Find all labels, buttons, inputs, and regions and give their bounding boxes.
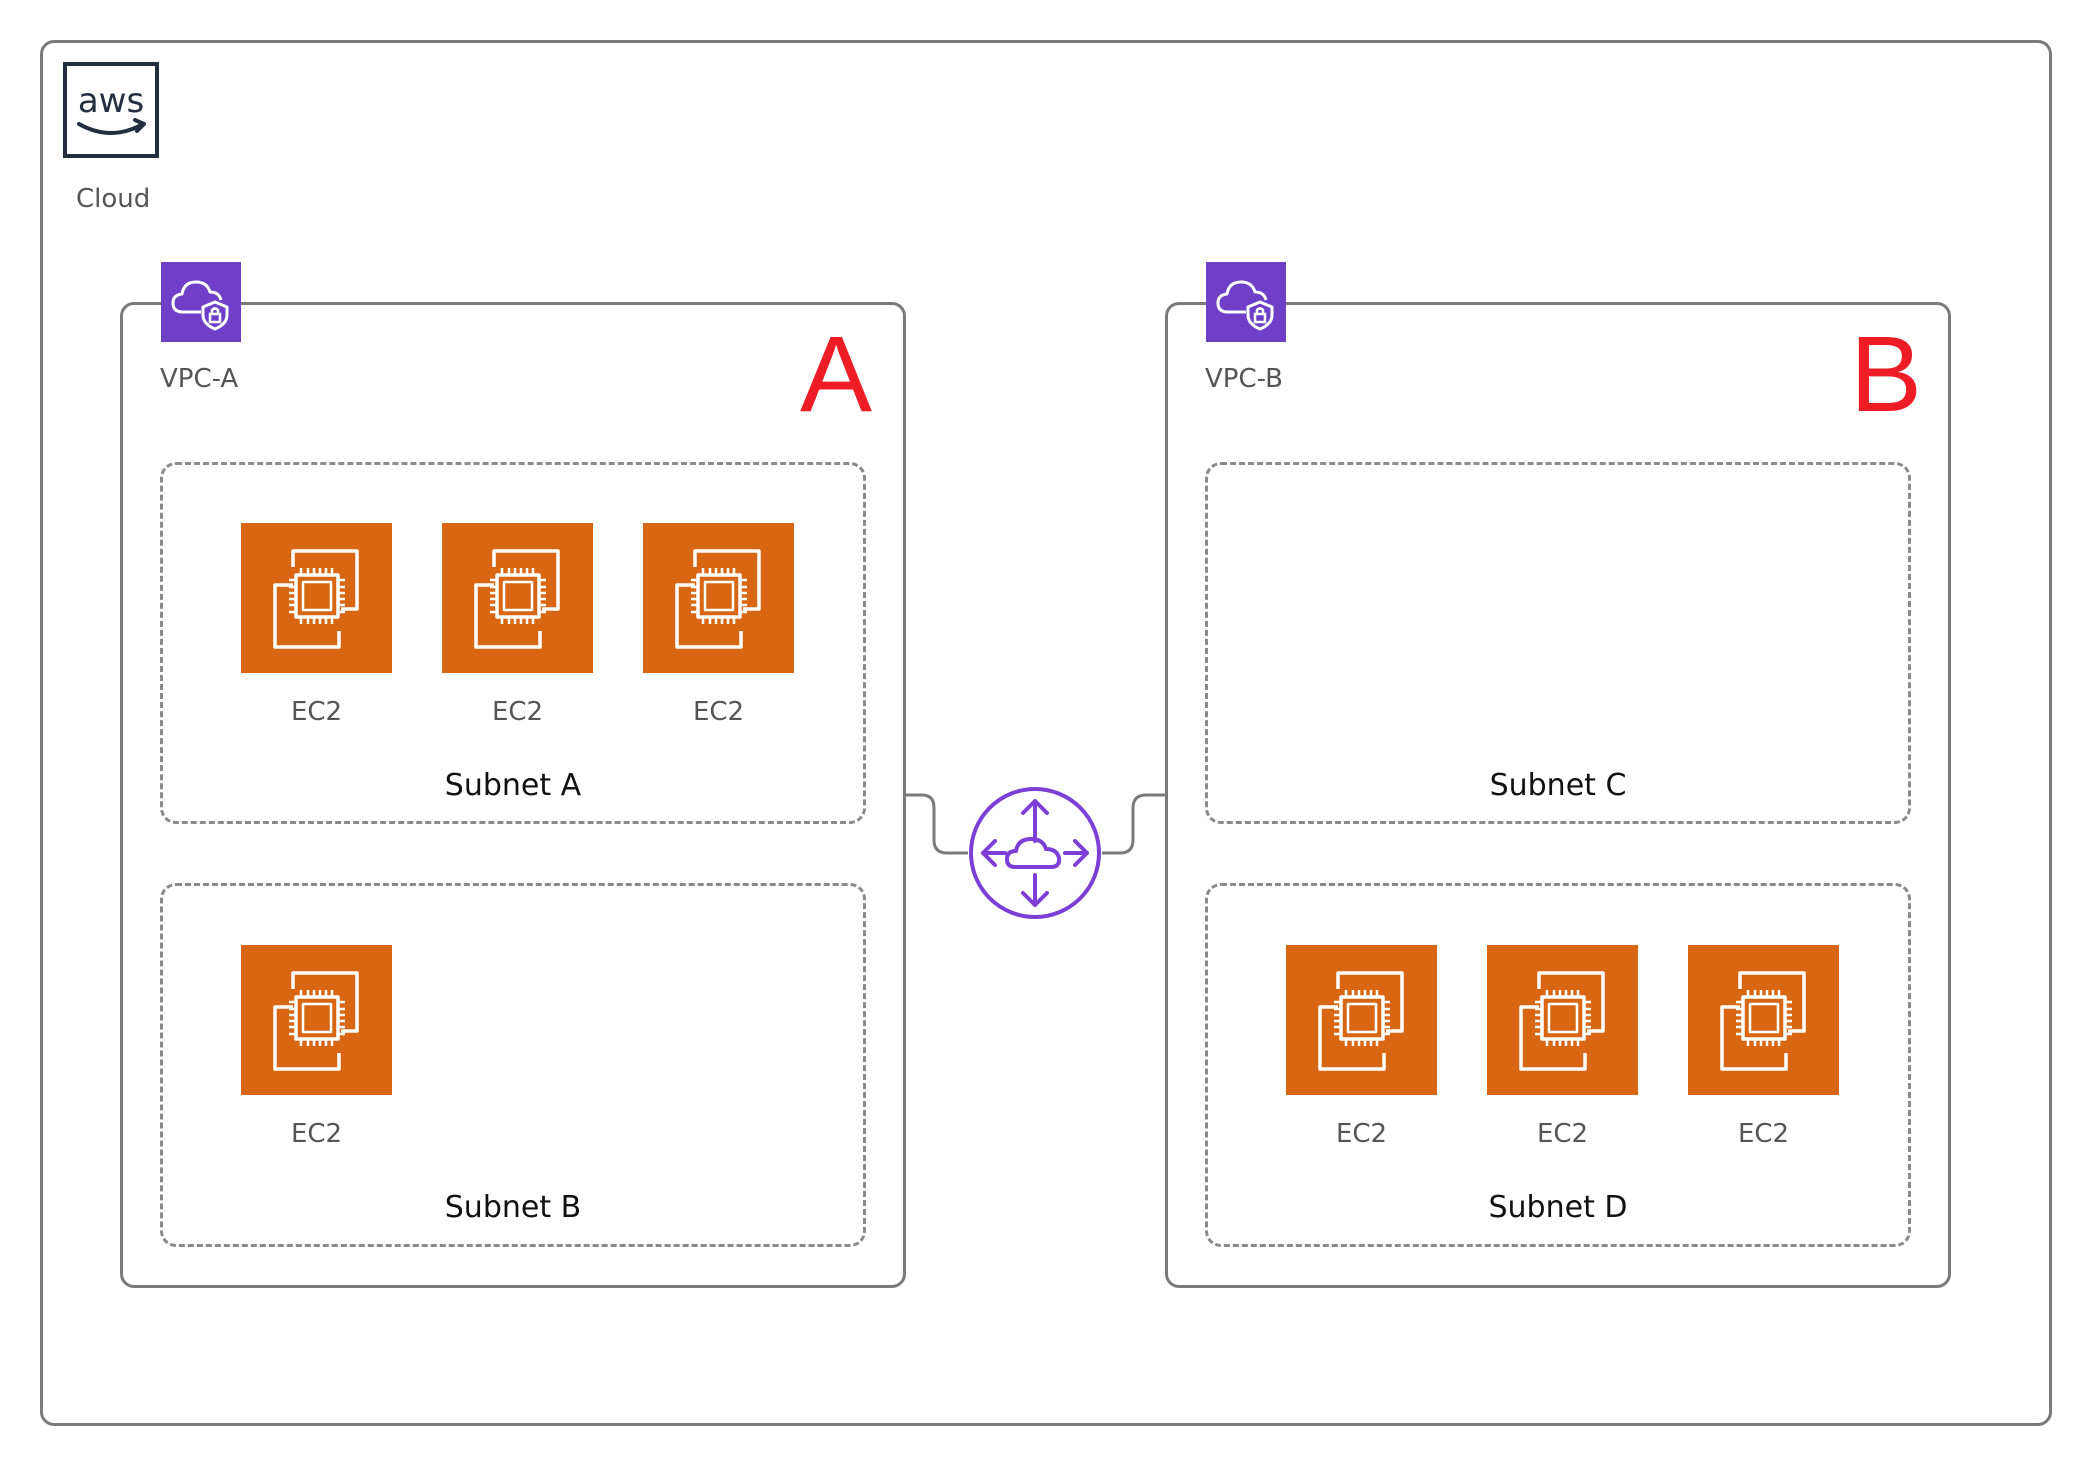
- ec2-label: EC2: [491, 697, 544, 727]
- vpc-cloud-shield-icon: [161, 262, 241, 342]
- ec2-label: EC2: [1335, 1119, 1388, 1149]
- subnet-a-label: Subnet A: [444, 768, 582, 803]
- vpc-b-label: VPC-B: [1205, 364, 1283, 394]
- subnet-d-label: Subnet D: [1488, 1190, 1628, 1225]
- subnet-c-label: Subnet C: [1489, 768, 1627, 803]
- ec2-instance-icon: [643, 523, 794, 673]
- ec2-label: EC2: [290, 1119, 343, 1149]
- ec2-label: EC2: [692, 697, 745, 727]
- ec2-label: EC2: [1536, 1119, 1589, 1149]
- subnet-a-frame: [160, 462, 866, 824]
- transit-gateway-icon: [969, 787, 1101, 919]
- subnet-b-frame: [160, 883, 866, 1247]
- connector-right: [1102, 793, 1165, 855]
- vpc-cloud-shield-icon: [1206, 262, 1286, 342]
- vpc-a-frame: [120, 302, 906, 1288]
- vpc-b-letter: B: [1850, 313, 1923, 434]
- ec2-instance-icon: [1688, 945, 1839, 1095]
- ec2-instance-icon: [442, 523, 593, 673]
- ec2-label: EC2: [1737, 1119, 1790, 1149]
- ec2-instance-icon: [241, 523, 392, 673]
- aws-cloud-group: [40, 40, 2052, 1426]
- aws-logo-text: aws: [78, 81, 144, 121]
- subnet-d-frame: [1205, 883, 1911, 1247]
- ec2-instance-icon: [241, 945, 392, 1095]
- ec2-instance-icon: [1286, 945, 1437, 1095]
- vpc-a-label: VPC-A: [160, 364, 239, 394]
- cloud-label: Cloud: [76, 184, 151, 214]
- connector-left: [906, 793, 968, 855]
- vpc-a-letter: A: [800, 313, 873, 434]
- aws-logo-icon: aws: [63, 62, 159, 158]
- subnet-c-frame: [1205, 462, 1911, 824]
- ec2-instance-icon: [1487, 945, 1638, 1095]
- subnet-b-label: Subnet B: [444, 1190, 582, 1225]
- ec2-label: EC2: [290, 697, 343, 727]
- vpc-b-frame: [1165, 302, 1951, 1288]
